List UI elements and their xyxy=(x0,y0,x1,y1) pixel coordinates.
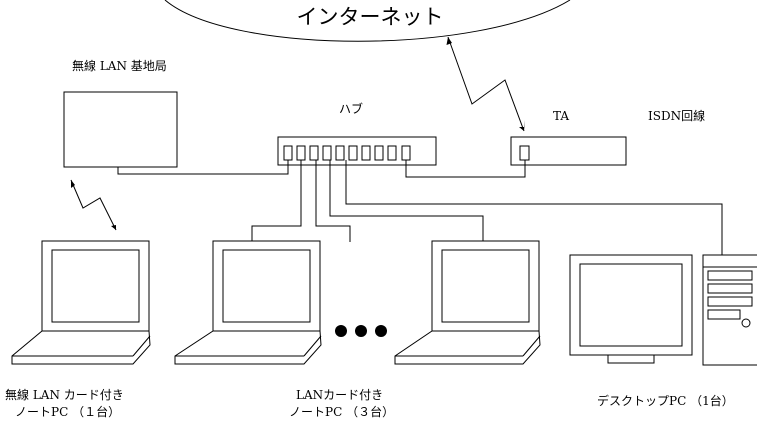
arrowhead-up-icon xyxy=(446,37,452,45)
cable-laptop-2 xyxy=(315,160,351,242)
ta-port xyxy=(519,145,530,161)
wireless-base-station xyxy=(63,91,178,168)
more-laptops-ellipsis xyxy=(335,325,387,337)
laptop-lan-label: LANカード付き xyxy=(296,388,383,402)
cables xyxy=(117,160,723,255)
internet-label: インターネット xyxy=(297,5,444,29)
cable-ta xyxy=(405,160,526,178)
hub-port xyxy=(401,145,411,161)
wireless-lan-link xyxy=(70,179,117,231)
desktop-label: デスクトップPC （1台） xyxy=(597,393,734,408)
laptop-wireless-count: ノートPC （１台） xyxy=(15,404,120,419)
laptop-wireless xyxy=(11,240,151,365)
hub-port xyxy=(348,145,358,161)
ta-label: TA xyxy=(553,109,569,123)
hub-port xyxy=(322,145,332,161)
hub-ports xyxy=(283,145,411,161)
laptop-lan xyxy=(394,240,541,365)
cable-base-station xyxy=(117,160,289,175)
hub-port xyxy=(296,145,306,161)
isdn-label: ISDN回線 xyxy=(648,108,705,123)
internet-cloud xyxy=(164,0,571,42)
cable-laptop-3 xyxy=(329,160,484,242)
cable-desktop xyxy=(345,160,723,255)
desktop-monitor xyxy=(569,254,693,364)
arrowhead-down-icon xyxy=(111,225,116,230)
hub-port xyxy=(387,145,397,161)
laptop-wireless-label: 無線 LAN カード付き xyxy=(5,387,124,402)
base-station-label: 無線 LAN 基地局 xyxy=(72,58,167,73)
hub-port xyxy=(374,145,384,161)
hub-label: ハブ xyxy=(339,101,363,116)
isdn-wireless-link xyxy=(446,36,525,132)
hub-port xyxy=(361,145,371,161)
cable-laptop-1 xyxy=(251,160,302,242)
laptop-lan xyxy=(174,240,322,365)
hub-port xyxy=(283,145,293,161)
arrowhead-down-icon xyxy=(519,120,525,131)
hub-port xyxy=(309,145,319,161)
arrowhead-up-icon xyxy=(71,180,75,188)
terminal-adapter xyxy=(510,136,627,166)
desktop-tower xyxy=(702,254,757,366)
laptop-lan-count: ノートPC （３台） xyxy=(289,404,394,419)
hub-port xyxy=(335,145,345,161)
